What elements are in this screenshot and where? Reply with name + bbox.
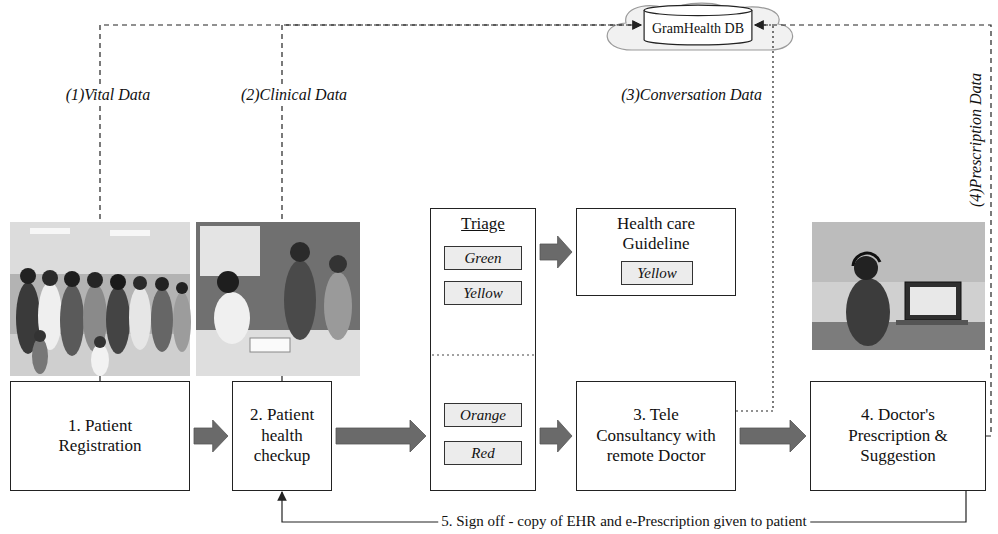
flow-label: 5. Sign off - copy of EHR and e-Prescrip…: [438, 513, 810, 530]
box-label: 2. Patient health checkup: [247, 405, 317, 466]
level-label: Yellow: [463, 284, 502, 302]
ceiling-light: [30, 228, 70, 234]
patient: [284, 260, 316, 340]
box-label: 3. Tele Consultancy with remote Doctor: [591, 405, 721, 466]
level-label: Green: [465, 249, 502, 267]
desk: [812, 322, 985, 350]
health-worker: [214, 292, 250, 344]
process-box: 4. Doctor's Prescription & Suggestion: [810, 381, 986, 491]
person-head: [42, 270, 58, 286]
photo-wall: [812, 222, 985, 282]
block-arrow: [540, 420, 572, 452]
triage-level: Yellow: [444, 281, 522, 305]
process-box: 2. Patient health checkup: [232, 381, 332, 491]
cloud-shape: [607, 3, 792, 50]
block-arrow: [540, 236, 572, 268]
person-head: [87, 272, 103, 288]
window: [200, 226, 260, 276]
block-arrow: [740, 420, 806, 452]
crowd-photo: [10, 222, 191, 376]
photo-ground: [10, 222, 190, 376]
block-arrow: [336, 420, 426, 452]
person-head: [176, 282, 188, 294]
child: [91, 344, 109, 376]
child-head: [94, 336, 106, 348]
box-label: 4. Doctor's Prescription & Suggestion: [825, 405, 971, 466]
laptop-base: [896, 320, 968, 325]
block-arrow: [194, 420, 228, 452]
photo-wall: [10, 222, 190, 274]
box-label: 1. Patient Registration: [25, 416, 175, 457]
doctor: [846, 278, 890, 346]
laptop-screen: [905, 282, 961, 320]
flow-label: (3)Conversation Data: [618, 86, 765, 104]
patient: [324, 272, 352, 340]
ceiling-light: [110, 230, 150, 236]
person-head: [133, 276, 147, 290]
child: [32, 338, 48, 374]
patient-head: [329, 255, 347, 273]
database-cylinder: GramHealth DB: [643, 4, 753, 46]
flow-label: (2)Clinical Data: [238, 86, 350, 104]
flow-label: (4)Prescription Data: [967, 70, 985, 210]
level-label: Yellow: [637, 264, 676, 282]
person: [60, 284, 84, 356]
data-flow-line: [755, 25, 991, 436]
person: [83, 284, 107, 352]
triage-level: Green: [444, 246, 522, 270]
photo-ground: [812, 222, 985, 350]
person-head: [64, 271, 80, 287]
cylinder-top: [644, 5, 752, 16]
person: [151, 288, 173, 352]
triage-level: Orange: [444, 403, 522, 427]
data-flow-line: [736, 25, 773, 411]
flow-label: (1)Vital Data: [63, 86, 154, 104]
headset: [853, 253, 880, 266]
data-flow-line: [282, 25, 641, 381]
person-head: [110, 274, 126, 290]
box-label: Triage: [437, 214, 529, 234]
process-box: 3. Tele Consultancy with remote Doctor: [576, 381, 736, 491]
level-label: Orange: [460, 406, 506, 424]
doctor-head: [854, 256, 878, 280]
triage-separator: [432, 354, 534, 355]
process-box: 1. Patient Registration: [10, 381, 190, 491]
triage-level: Yellow: [621, 261, 693, 285]
box-label: Health care Guideline: [583, 214, 729, 255]
triage-box: TriageGreenYellowOrangeRed: [430, 208, 536, 491]
person: [129, 286, 151, 350]
person: [173, 292, 191, 352]
laptop-display: [910, 287, 956, 315]
data-flow-line: [100, 25, 641, 381]
paper: [250, 338, 290, 352]
guideline-box: Health care GuidelineYellow: [576, 208, 736, 296]
person-head: [20, 268, 36, 284]
doctor-photo: [812, 222, 985, 350]
child-head: [34, 330, 46, 342]
patient-head: [290, 242, 310, 262]
photo-ground: [196, 222, 360, 376]
level-label: Red: [471, 444, 494, 462]
triage-level: Red: [444, 441, 522, 465]
person-head: [155, 277, 169, 291]
health-worker-head: [217, 271, 239, 293]
checkup-photo: [196, 222, 360, 376]
box-label: GramHealth DB: [652, 21, 744, 37]
person: [106, 286, 130, 354]
